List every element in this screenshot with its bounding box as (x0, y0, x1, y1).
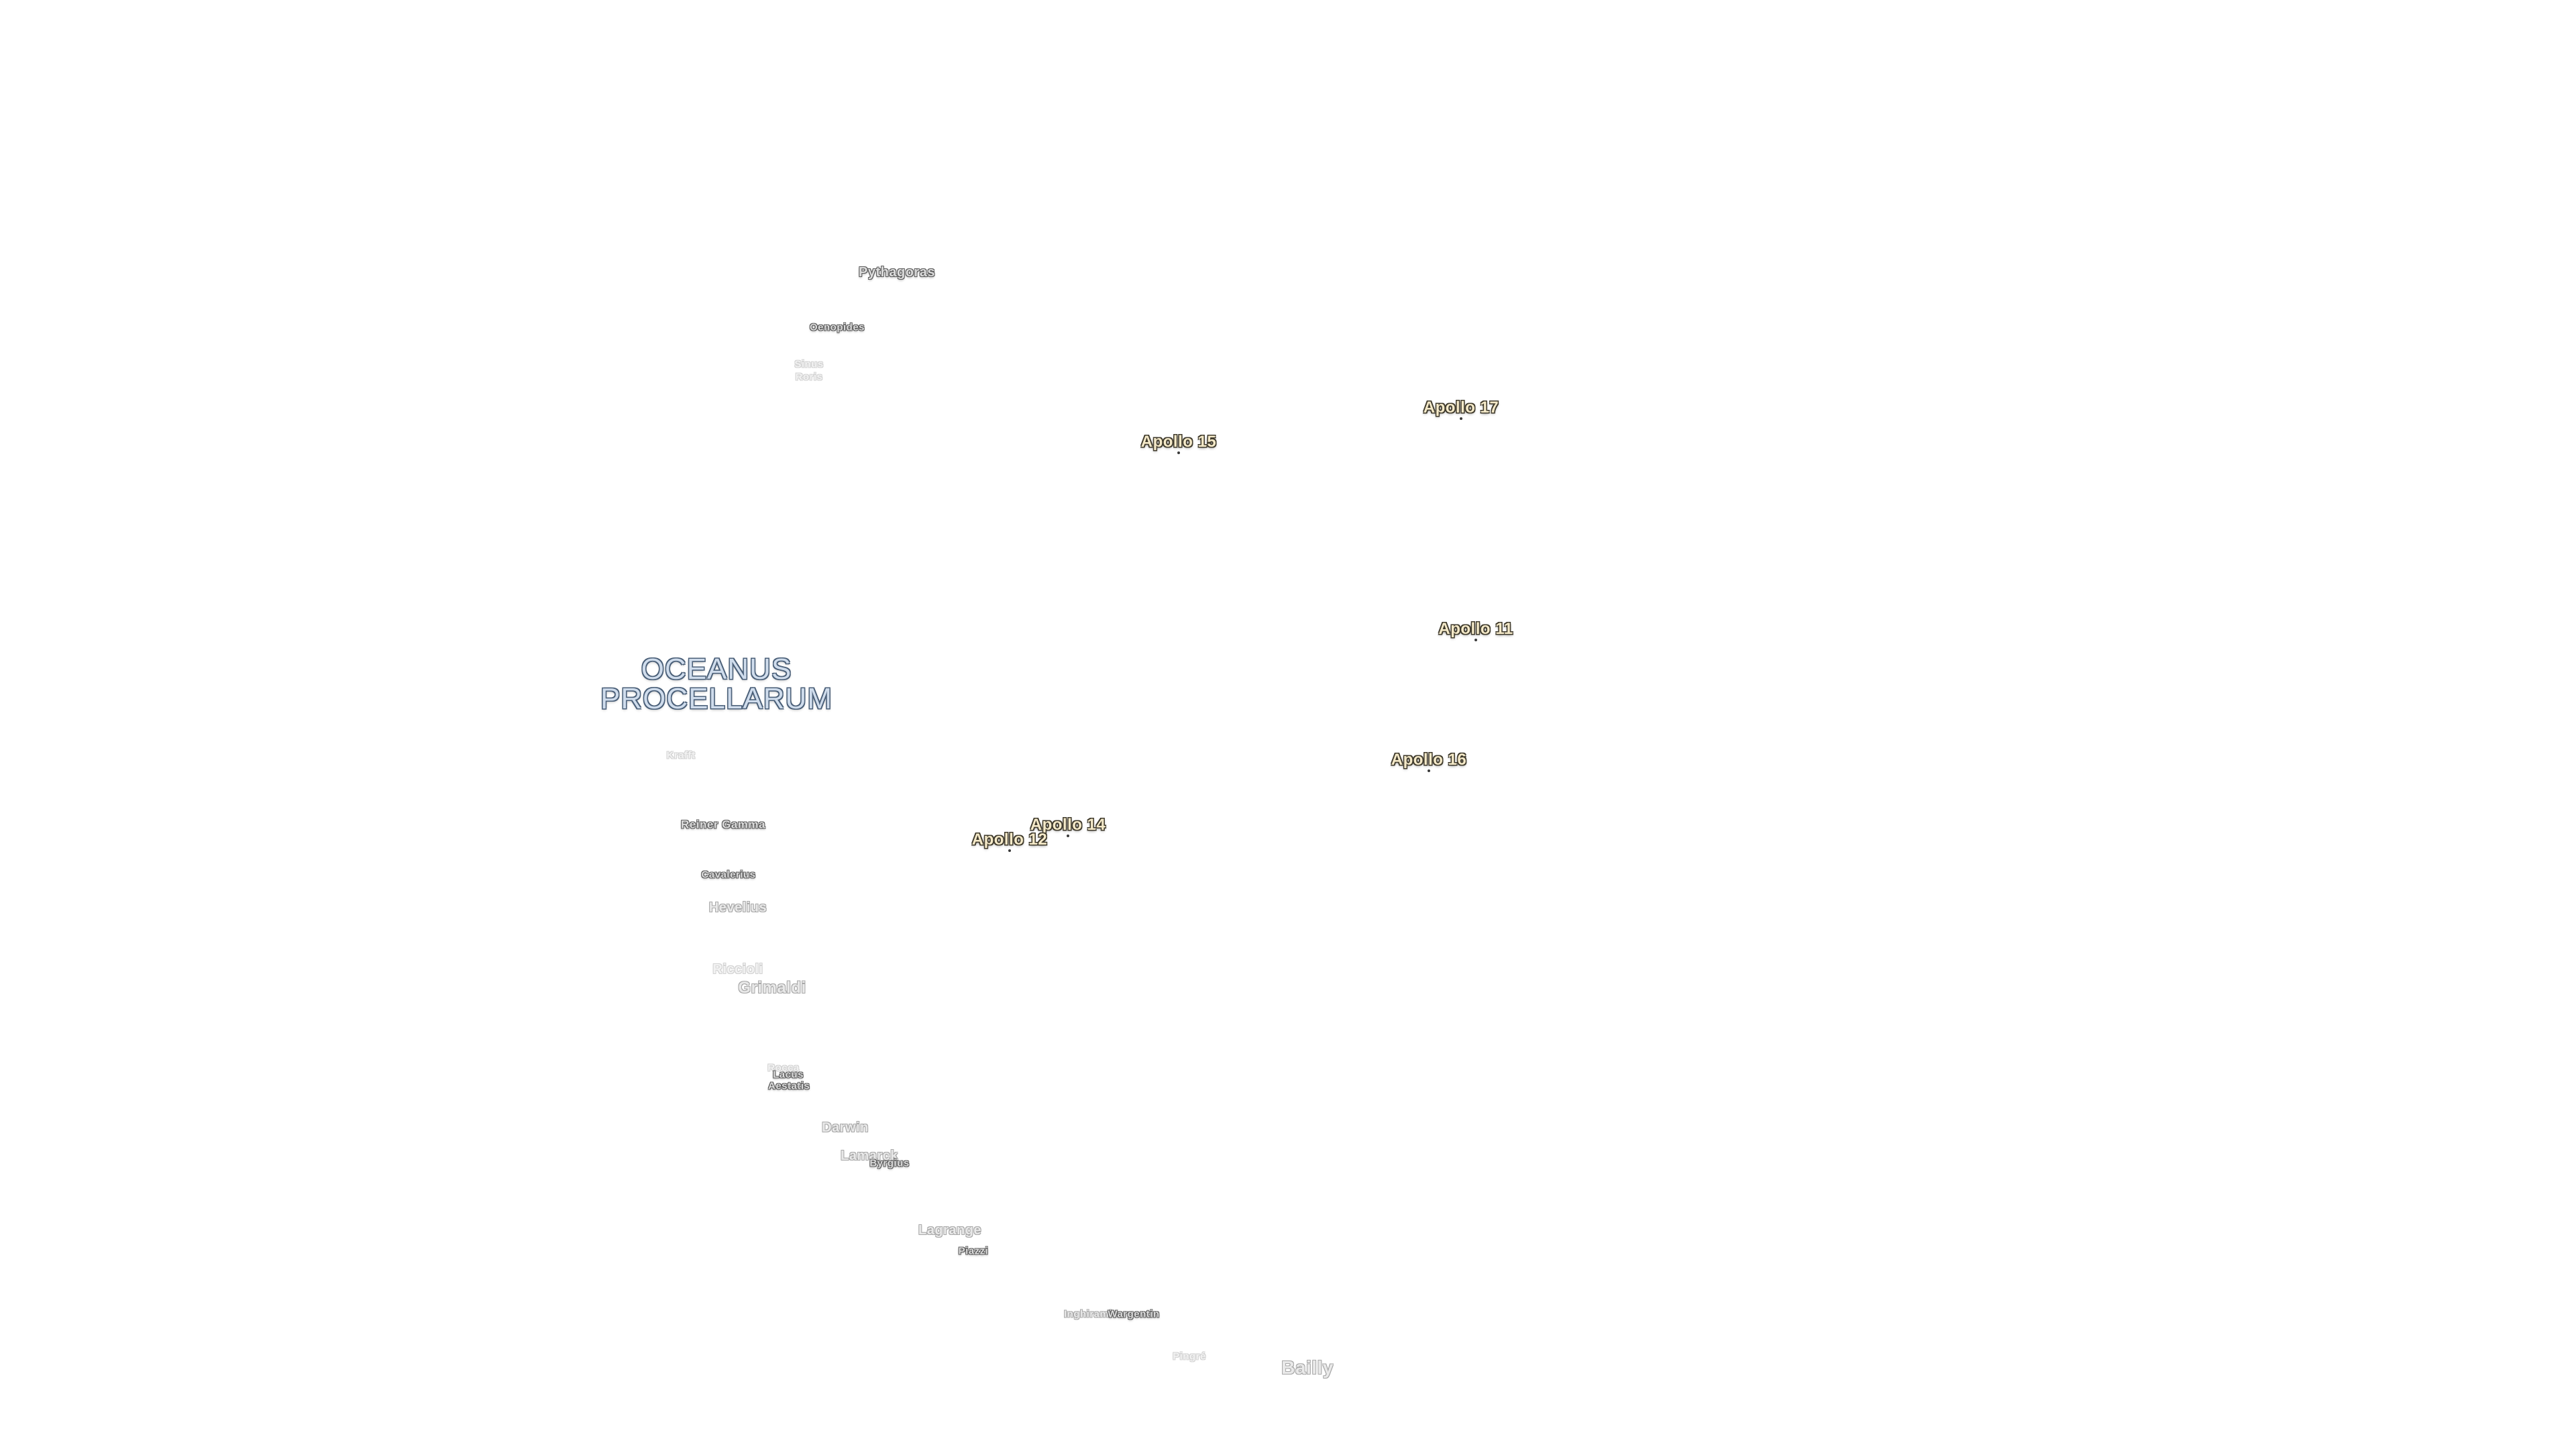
feature-label-sinus-roris[interactable]: Sinus Roris (794, 358, 824, 382)
apollo-17-label[interactable]: Apollo 17 (1423, 398, 1499, 417)
crater-label-piazzi[interactable]: Piazzi (958, 1245, 989, 1257)
crater-label-pythagoras[interactable]: Pythagoras (859, 265, 935, 280)
apollo-11-label[interactable]: Apollo 11 (1438, 620, 1513, 638)
sea-label-oceanus-procellarum[interactable]: OCEANUS PROCELLARUM (600, 655, 833, 714)
crater-label-grimaldi[interactable]: Grimaldi (738, 979, 806, 997)
crater-label-bailly[interactable]: Bailly (1281, 1357, 1334, 1378)
apollo-11-marker-icon[interactable] (1474, 639, 1477, 641)
crater-label-rocca[interactable]: Rocca (767, 1062, 800, 1074)
apollo-12-marker-icon[interactable] (1008, 849, 1011, 852)
apollo-12-label[interactable]: Apollo 12 (971, 830, 1048, 849)
feature-label-lacus-aestatis[interactable]: Lacus Aestatis (768, 1069, 810, 1091)
apollo-16-marker-icon[interactable] (1428, 769, 1430, 772)
crater-label-lamarck[interactable]: Lamarck (841, 1148, 898, 1163)
apollo-15-label[interactable]: Apollo 15 (1140, 433, 1217, 451)
crater-label-krafft[interactable]: Krafft (666, 749, 696, 761)
crater-label-byrgius[interactable]: Byrgius (869, 1157, 910, 1169)
apollo-14-label[interactable]: Apollo 14 (1030, 816, 1106, 834)
crater-label-pingre[interactable]: Pingré (1173, 1350, 1206, 1362)
feature-label-reiner-gamma[interactable]: Reiner Gamma (681, 818, 765, 831)
crater-label-riccioli[interactable]: Riccioli (712, 962, 763, 977)
sea-label-line-2: PROCELLARUM (600, 682, 833, 715)
crater-label-lagrange[interactable]: Lagrange (918, 1223, 982, 1238)
apollo-16-label[interactable]: Apollo 16 (1391, 751, 1467, 769)
crater-label-darwin[interactable]: Darwin (822, 1120, 869, 1135)
apollo-17-marker-icon[interactable] (1460, 417, 1462, 420)
sea-label-line-1: OCEANUS (641, 653, 792, 686)
crater-label-wargentin[interactable]: Wargentin (1108, 1308, 1160, 1320)
crater-label-inghirami[interactable]: Inghirami (1063, 1308, 1113, 1320)
apollo-14-marker-icon[interactable] (1067, 835, 1069, 837)
apollo-15-marker-icon[interactable] (1177, 451, 1180, 454)
crater-label-hevelius[interactable]: Hevelius (708, 900, 767, 915)
crater-label-oenopides[interactable]: Oenopides (809, 321, 865, 333)
crater-label-cavalerius[interactable]: Cavalerius (701, 869, 756, 881)
